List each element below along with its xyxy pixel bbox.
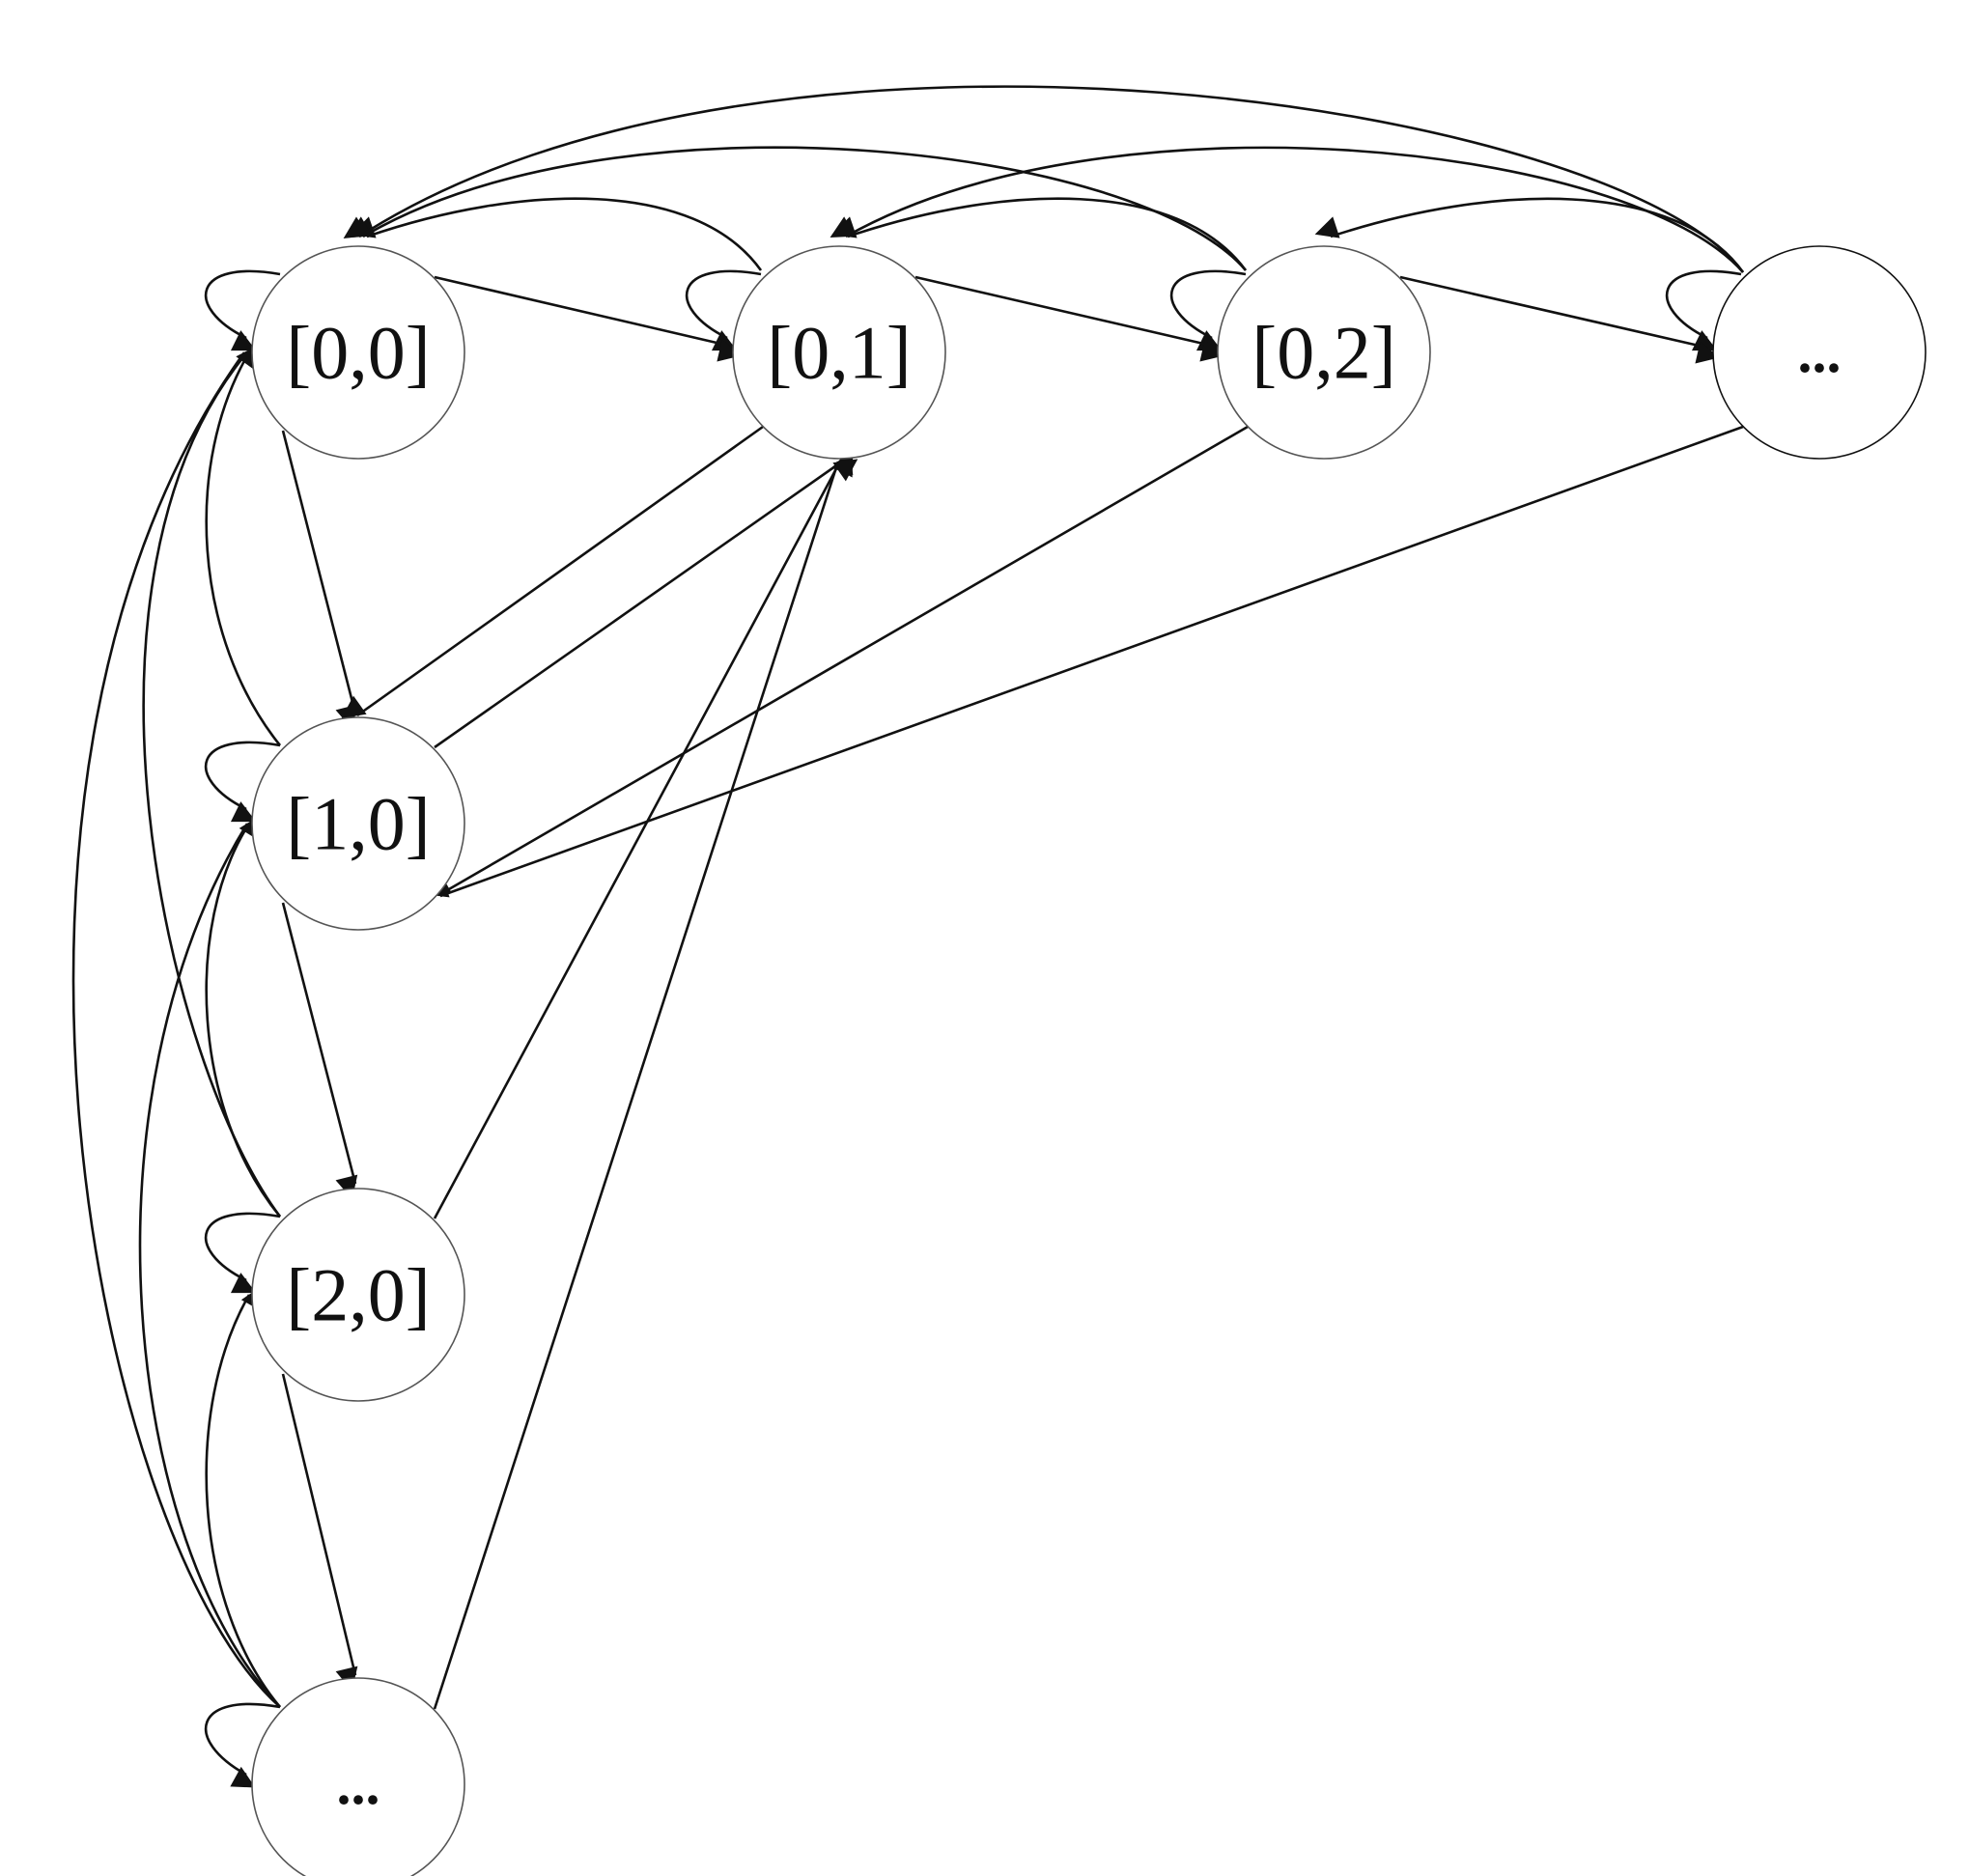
edge-0-2-to-1-0 (426, 425, 1249, 895)
node-label: [0,1] (767, 311, 911, 395)
edge-0-2-to-0-0 (347, 146, 1247, 271)
edge-1-0-to-0-1 (434, 459, 858, 749)
edge-self-0-2 (1170, 269, 1247, 351)
node-label: [1,0] (286, 782, 430, 866)
edge-0-more-to-0-1 (830, 146, 1744, 273)
node-2-0: [2,0] (251, 1188, 465, 1402)
node-label: [0,2] (1252, 311, 1395, 395)
edge-0-2-to-0-more (1399, 275, 1720, 364)
node-0-1: [0,1] (732, 245, 946, 460)
node-label: ... (337, 1752, 380, 1816)
node-1-0: [1,0] (251, 716, 465, 931)
edge-self-2-0 (205, 1212, 281, 1294)
node-label: ... (1798, 321, 1842, 384)
edge-0-1-to-0-2 (914, 275, 1224, 362)
edge-0-more-to-0-0 (343, 85, 1745, 273)
edge-more-0-to-2-0 (205, 1285, 281, 1708)
edge-0-more-to-1-0 (424, 425, 1744, 898)
node-0-0: [0,0] (251, 245, 465, 460)
edge-more-0-to-1-0 (138, 815, 281, 1708)
edge-2-0-to-more-0 (281, 1373, 358, 1692)
edge-more-0-to-0-1 (433, 450, 854, 1710)
edge-0-0-to-0-1 (434, 275, 742, 362)
edge-1-0-to-2-0 (281, 902, 358, 1200)
node-0-2: [0,2] (1217, 245, 1431, 460)
edge-more-0-to-0-0 (71, 345, 281, 1708)
edge-self-1-0 (205, 741, 281, 823)
edge-self-0-0 (205, 269, 281, 351)
edge-0-0-to-1-0 (281, 430, 358, 730)
edge-2-0-to-1-0 (205, 815, 282, 1218)
edge-self-0-more (1666, 269, 1742, 351)
edge-self-0-1 (686, 269, 762, 351)
node-label: [0,0] (286, 311, 430, 395)
edge-2-0-to-0-1 (433, 452, 854, 1219)
node-more-0: ... (251, 1677, 465, 1876)
node-0-more: ... (1712, 245, 1927, 460)
edge-0-2-to-0-1 (831, 197, 1248, 271)
edge-0-more-to-0-2 (1314, 197, 1745, 273)
node-label: [2,0] (286, 1253, 430, 1337)
edge-self-more-0 (205, 1702, 281, 1788)
edge-0-1-to-0-0 (351, 197, 763, 271)
edge-0-1-to-1-0 (341, 425, 764, 718)
edge-1-0-to-0-0 (205, 343, 282, 746)
